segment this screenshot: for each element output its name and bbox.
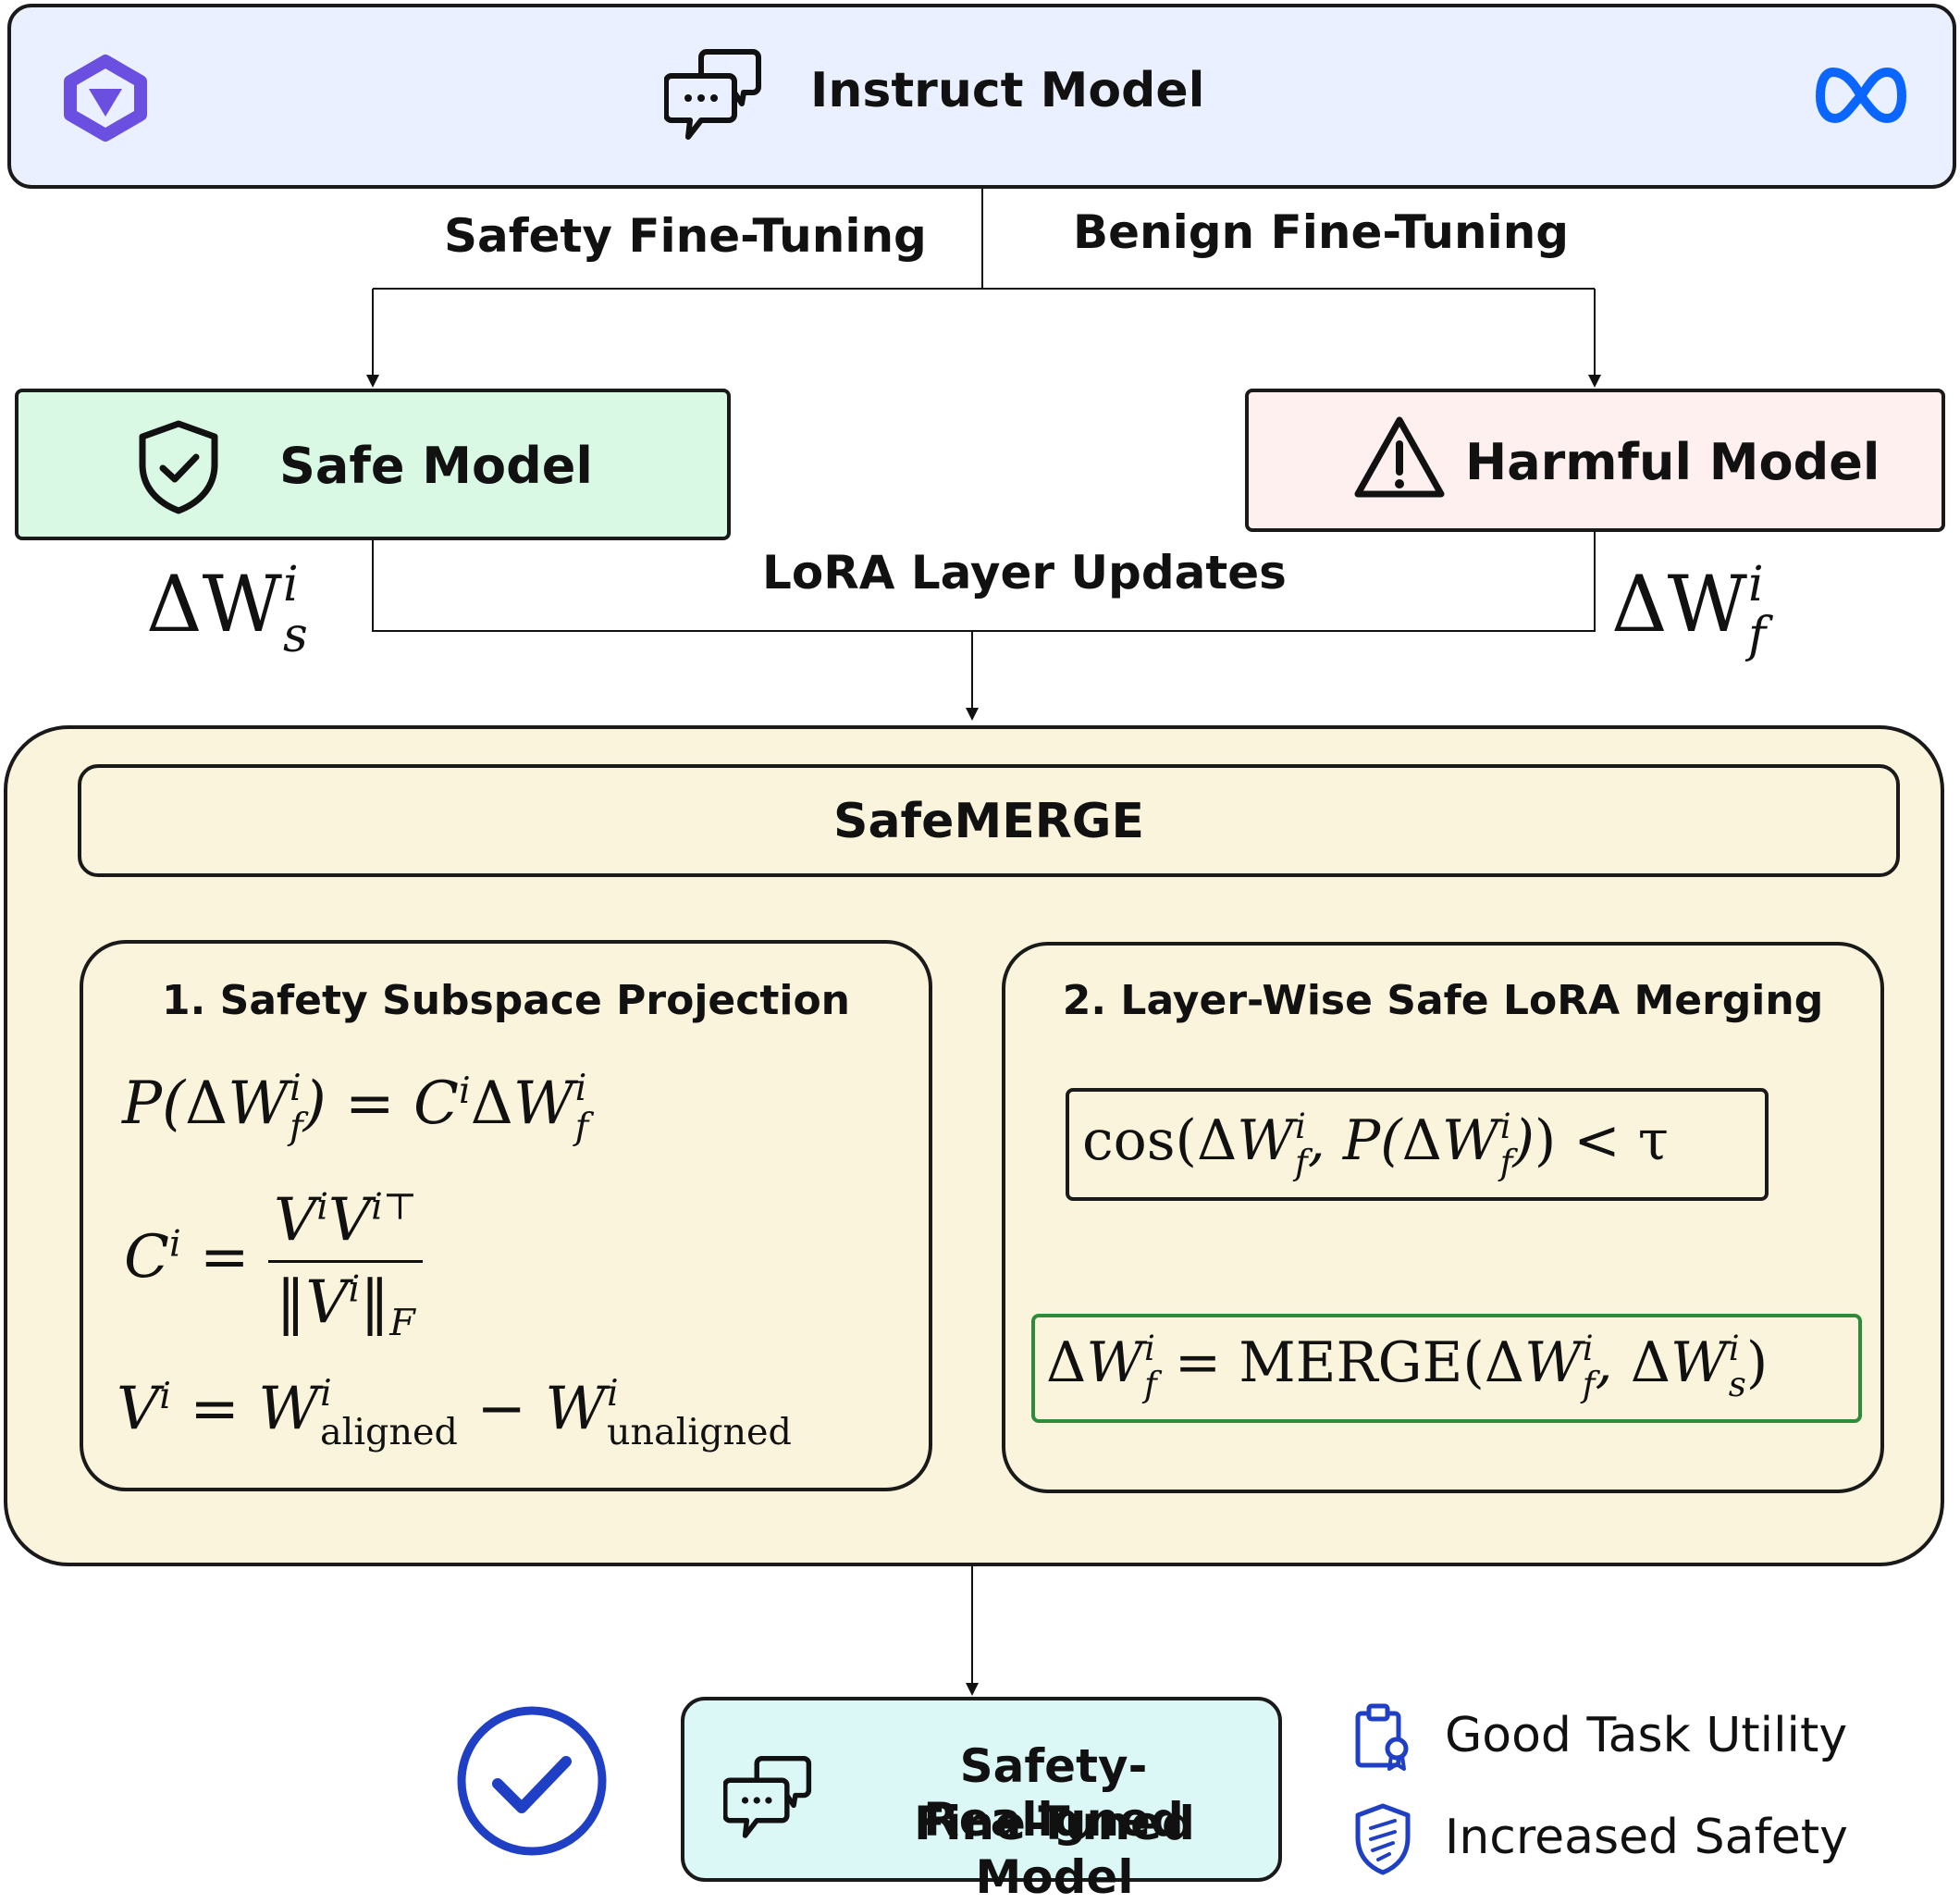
safemerge-title-box: SafeMERGE bbox=[78, 764, 1900, 877]
harmful-model-box: Harmful Model bbox=[1245, 389, 1945, 532]
instruct-model-box: Instruct Model bbox=[7, 4, 1956, 189]
shield-check-icon bbox=[139, 420, 218, 514]
safemerge-title: SafeMERGE bbox=[833, 794, 1144, 849]
safe-model-title: Safe Model bbox=[279, 437, 593, 495]
chat-bubbles-icon bbox=[664, 49, 761, 140]
chat-bubbles-icon bbox=[723, 1756, 812, 1838]
benefit-label-utility: Good Task Utility bbox=[1445, 1708, 1848, 1763]
check-circle-icon bbox=[457, 1706, 607, 1856]
clipboard-award-icon bbox=[1355, 1703, 1409, 1771]
output-model-title-line2: Fine-Tuned Model bbox=[914, 1797, 1195, 1904]
safety-fine-tuning-label: Safety Fine-Tuning bbox=[444, 209, 927, 263]
benign-fine-tuning-label: Benign Fine-Tuning bbox=[1073, 205, 1570, 259]
safe-model-box: Safe Model bbox=[15, 389, 731, 540]
warning-triangle-icon bbox=[1354, 416, 1445, 498]
instruct-model-title: Instruct Model bbox=[810, 63, 1205, 118]
meta-logo-icon bbox=[1815, 67, 1907, 124]
projection-matrix-equation: Ci = ViVi⊤‖Vi‖F bbox=[124, 1186, 424, 1341]
safe-down-line bbox=[372, 532, 1596, 632]
step2-title: 2. Layer-Wise Safe LoRA Merging bbox=[1062, 977, 1824, 1024]
harmful-model-title: Harmful Model bbox=[1465, 433, 1880, 491]
lora-layer-updates-label: LoRA Layer Updates bbox=[762, 546, 1287, 600]
shield-icon bbox=[1355, 1803, 1411, 1875]
step1-title: 1. Safety Subspace Projection bbox=[161, 977, 851, 1024]
output-model-box: Safety-Realigned Fine-Tuned Model bbox=[681, 1697, 1282, 1904]
qwen-logo-icon bbox=[64, 55, 147, 142]
output-model-title-line1: Safety-Realigned bbox=[923, 1739, 1184, 1847]
benefit-label-safety: Increased Safety bbox=[1445, 1810, 1848, 1865]
